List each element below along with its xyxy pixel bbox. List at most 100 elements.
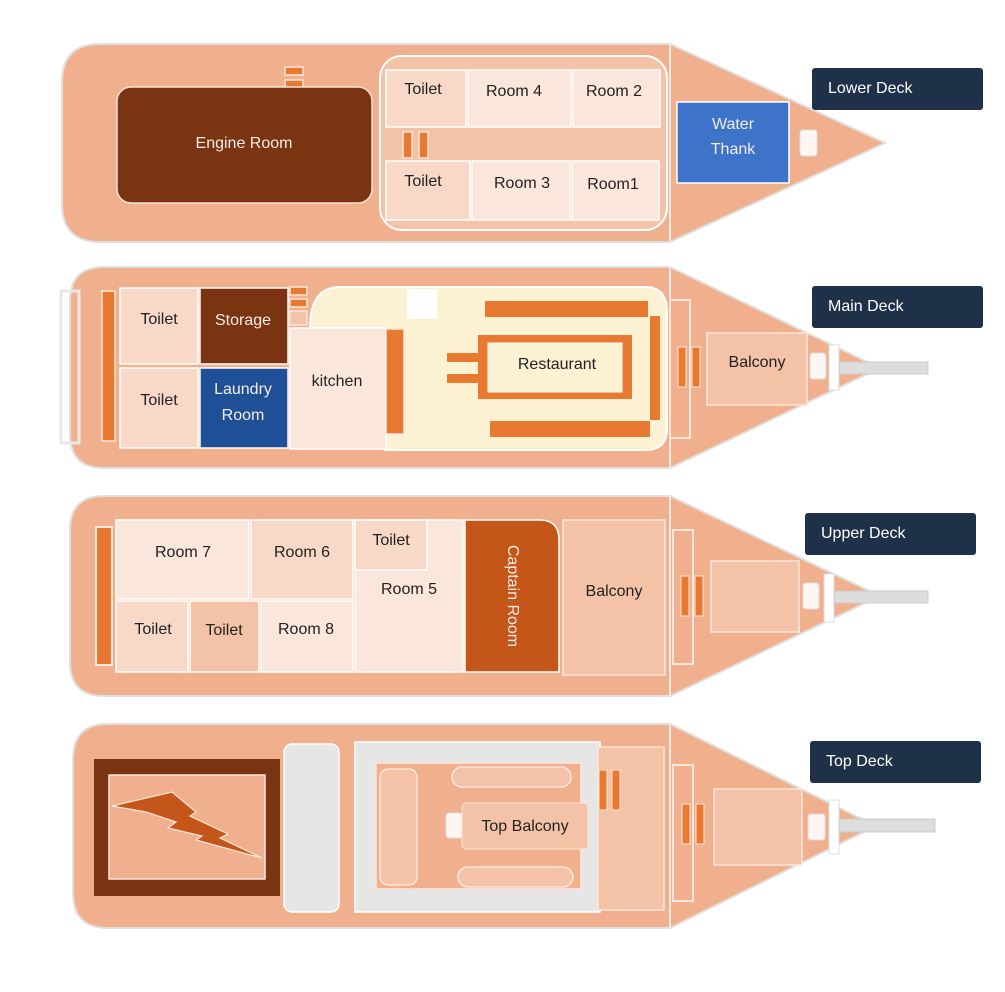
main-stair (289, 298, 308, 308)
top-stair-platform (597, 746, 665, 911)
kitchen (289, 327, 387, 450)
laundry-label-line2: Room (222, 407, 265, 424)
main-deck: Toilet Storage Toilet Laundry Room kitch… (59, 266, 929, 469)
engine-room (116, 86, 373, 204)
room-4 (467, 69, 572, 128)
main-toilet-a-label: Toilet (140, 311, 178, 328)
storage-label: Storage (215, 312, 271, 329)
room-4-label: Room 4 (486, 83, 542, 100)
lightning-bolt-icon (111, 791, 263, 859)
top-lounge-cushion (457, 866, 574, 888)
top-balcony-seat (445, 812, 464, 839)
top-anchor-box (807, 813, 826, 841)
main-balcony-label: Balcony (729, 354, 786, 371)
lower-toilet-b (385, 160, 471, 221)
room-3-label: Room 3 (494, 175, 550, 192)
water-tank (676, 101, 790, 184)
room-8 (260, 600, 354, 673)
main-bowsprit-mount (828, 344, 840, 391)
main-stair (289, 310, 308, 326)
storage-room (199, 287, 289, 365)
main-bow-rail (669, 299, 691, 439)
top-balcony-table (461, 802, 589, 850)
main-skylight (407, 289, 437, 319)
top-deck-label: Top Deck (810, 741, 981, 783)
upper-bow-ladder (680, 575, 690, 617)
room-5-label: Room 5 (381, 581, 437, 598)
upper-balcony (562, 519, 666, 676)
upper-toilet-a (115, 600, 189, 673)
room-6 (250, 519, 354, 600)
top-bow-rail (672, 764, 694, 902)
captain-room-label: Captain Room (504, 545, 521, 647)
main-stair (289, 286, 308, 296)
room-2 (572, 69, 661, 128)
lower-anchor-box (799, 129, 818, 157)
upper-bowsprit-mount (823, 573, 835, 623)
top-balcony-label: Top Balcony (481, 818, 568, 835)
top-bowsprit (838, 818, 936, 833)
restaurant-step (447, 374, 479, 383)
room-1-label: Room1 (587, 176, 639, 193)
top-deck: Top Balcony (72, 723, 936, 929)
upper-toilet-c (354, 519, 428, 571)
main-toilet-b (119, 367, 199, 449)
lower-toilet-a (385, 69, 467, 128)
main-toilet-a (119, 287, 199, 365)
main-bowsprit (838, 361, 929, 375)
water-tank-label-line1: Water (712, 116, 755, 133)
lower-deck-hatch (284, 66, 304, 76)
kitchen-counter (385, 328, 405, 435)
main-balcony (706, 332, 808, 406)
engine-room-label: Engine Room (196, 135, 293, 152)
upper-bow-rail (672, 529, 694, 665)
captain-room (464, 519, 560, 673)
lower-deck-label: Lower Deck (812, 68, 983, 110)
top-bow-platform (713, 788, 803, 866)
upper-toilet-c-label: Toilet (372, 532, 410, 549)
top-hatch (283, 743, 340, 913)
room-1 (571, 160, 660, 221)
room-2-label: Room 2 (586, 83, 642, 100)
upper-bow-ladder (694, 575, 704, 617)
main-bow-ladder (691, 346, 701, 388)
lower-ladder (402, 131, 413, 159)
main-anchor-box (809, 352, 827, 380)
lower-ladder (418, 131, 429, 159)
lower-toilet-a-label: Toilet (404, 81, 442, 98)
top-bowsprit-mount (828, 799, 840, 855)
upper-bowsprit (833, 590, 929, 604)
upper-deck-label: Upper Deck (805, 513, 976, 555)
room-7 (115, 519, 250, 600)
top-lounge-cushion (451, 766, 572, 788)
upper-stern-bench (95, 526, 113, 666)
upper-toilet-b-label: Toilet (205, 622, 243, 639)
top-stair (611, 769, 621, 811)
restaurant-bench-top (485, 301, 648, 317)
upper-toilet-a-label: Toilet (134, 621, 172, 638)
restaurant-bench-bottom (490, 421, 650, 437)
restaurant-label: Restaurant (518, 356, 597, 373)
top-lounge-sofa (379, 768, 418, 886)
top-stair (598, 769, 608, 811)
main-toilet-b-label: Toilet (140, 392, 178, 409)
lower-deck: Engine Room Toilet Room 4 Room 2 Toilet … (61, 43, 888, 243)
laundry-room (199, 367, 289, 449)
main-stern-rail (59, 289, 81, 445)
top-bow-ladder (681, 803, 691, 845)
top-bow-ladder (695, 803, 705, 845)
upper-deck: Room 7 Room 6 Room 5 Toilet Toilet Toile… (69, 495, 929, 697)
laundry-label-line1: Laundry (214, 381, 272, 398)
room-8-label: Room 8 (278, 621, 334, 638)
lower-toilet-b-label: Toilet (404, 173, 442, 190)
main-bow-ladder (677, 346, 687, 388)
upper-toilet-b (189, 600, 260, 673)
main-deck-label: Main Deck (812, 286, 983, 328)
main-stern-bench (101, 290, 116, 442)
upper-anchor-box (802, 582, 820, 610)
kitchen-label: kitchen (312, 373, 363, 390)
room-6-label: Room 6 (274, 544, 330, 561)
restaurant-table (487, 342, 623, 393)
room-3 (471, 160, 571, 221)
